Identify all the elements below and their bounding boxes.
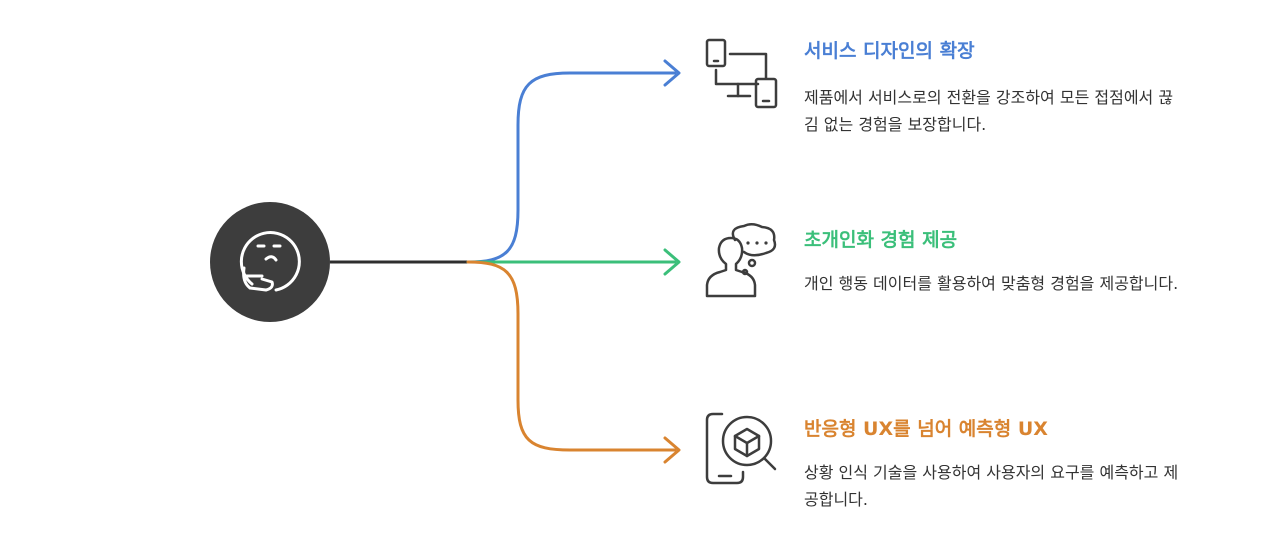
arrowhead-green — [663, 248, 681, 276]
branch-connector-blue — [466, 71, 677, 264]
thinking-face-icon — [239, 231, 301, 292]
center-node — [210, 202, 330, 322]
arrowhead-blue — [663, 59, 681, 87]
branch-description-service-design: 제품에서 서비스로의 전환을 강조하여 모든 접점에서 끊김 없는 경험을 보장… — [804, 88, 1174, 134]
branch-title-service-design: 서비스 디자인의 확장 — [804, 40, 975, 62]
branch-connector-orange — [466, 260, 677, 452]
mobile-search-icon — [705, 412, 777, 485]
branch-description-hyper-personalization: 개인 행동 데이터를 활용하여 맞춤형 경험을 제공합니다. — [804, 274, 1179, 293]
branch-title-predictive-ux: 반응형 UX를 넘어 예측형 UX — [804, 418, 1048, 440]
arrowhead-orange — [663, 436, 681, 464]
branch-description-predictive-ux: 상황 인식 기술을 사용하여 사용자의 요구를 예측하고 제공합니다. — [804, 463, 1179, 509]
person-thought-icon — [705, 223, 777, 298]
devices-icon — [705, 38, 778, 109]
branch-title-hyper-personalization: 초개인화 경험 제공 — [804, 229, 958, 251]
